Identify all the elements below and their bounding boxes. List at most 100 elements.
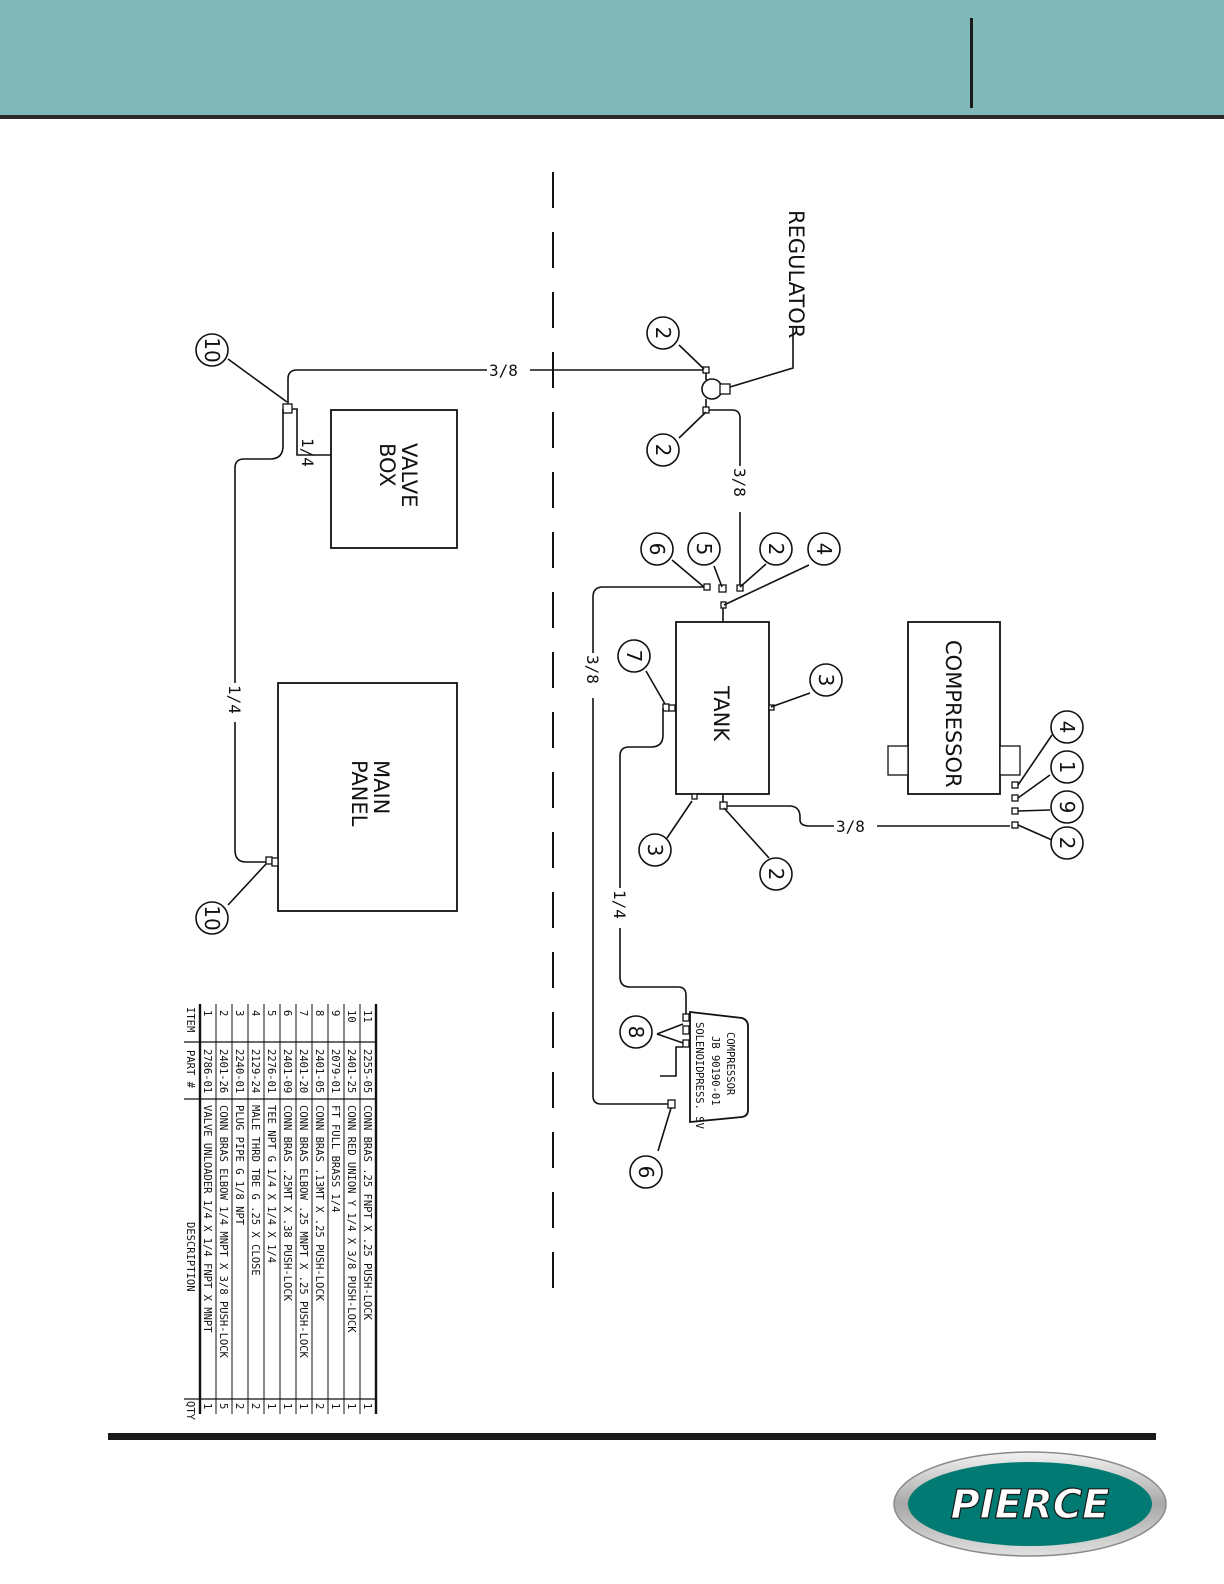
svg-text:7: 7	[622, 650, 646, 663]
compressor-fitting-2	[1011, 794, 1019, 802]
parts-cell-desc: CONN BRAS .13MT X .25 PUSH-LOCK	[313, 1105, 325, 1302]
line-reg-to-union	[287, 369, 703, 404]
tank-fitting-side-left-2	[668, 704, 676, 712]
parts-cell-desc: FT FULL BRASS 1/4	[329, 1105, 341, 1212]
compressor-foot-left	[887, 745, 909, 776]
tank-label: TANK	[709, 685, 733, 742]
parts-cell-qty: 1	[265, 1403, 277, 1409]
panel-fitting-2	[271, 857, 279, 867]
callout-2-tank-bottom: 2	[759, 857, 793, 891]
parts-cell-desc: CONN BRAS .25 FNPT X .25 PUSH-LOCK	[361, 1105, 373, 1321]
callout-4-tank: 4	[807, 532, 841, 566]
svg-text:1: 1	[1055, 761, 1079, 774]
svg-text:2: 2	[764, 868, 788, 881]
valve-box-label-1: VALVE	[397, 443, 421, 507]
line-size-reg-tank: 3/8	[730, 468, 749, 497]
callout-3-tank-right: 3	[809, 663, 843, 697]
svg-text:2: 2	[764, 543, 788, 556]
main-panel	[277, 682, 458, 912]
jb-fitting-1	[682, 1013, 690, 1022]
callout-2-compressor: 2	[1050, 826, 1084, 860]
callout-3-tank-bottom: 3	[638, 833, 672, 867]
compressor-fitting-1	[1011, 781, 1019, 789]
line-size-union-panel: 1/4	[225, 685, 244, 714]
regulator-leader	[729, 328, 794, 388]
svg-text:2: 2	[651, 327, 675, 340]
compressor-fitting-3	[1011, 807, 1019, 815]
svg-text:10: 10	[200, 337, 224, 362]
parts-cell-item: 7	[297, 1010, 309, 1016]
compressor	[907, 621, 1001, 795]
tank-fitting-top-left	[703, 583, 711, 591]
line-size-tank-solenoid: 1/4	[610, 890, 629, 919]
jb-fitting-press	[667, 1099, 676, 1109]
header-part: PART #	[184, 1050, 196, 1089]
valve-box	[330, 409, 458, 549]
parts-cell-desc: CONN BRAS ELBOW .25 MNPT X .25 PUSH-LOCK	[297, 1105, 309, 1359]
callout-10-panel: 10	[195, 901, 229, 935]
jb-port-press-sv: PRESS. SV	[693, 1072, 705, 1130]
regulator-body	[701, 378, 723, 400]
parts-cell-desc: TEE NPT G 1/4 X 1/4 X 1/4	[265, 1105, 277, 1263]
parts-cell-desc: PLUG PIPE G 1/8 NPT	[233, 1105, 245, 1226]
header-qty: QTY	[184, 1401, 196, 1421]
line-size-reg-union: 3/8	[489, 361, 518, 380]
callout-10-union: 10	[195, 333, 229, 367]
parts-cell-item: 11	[361, 1010, 373, 1023]
parts-cell-qty: 1	[361, 1403, 373, 1409]
parts-cell-part: 2401-26	[217, 1049, 229, 1093]
panel-fitting	[265, 856, 273, 865]
svg-text:9: 9	[1055, 801, 1079, 814]
tank-fitting-bottom	[719, 801, 728, 810]
svg-text:6: 6	[645, 543, 669, 556]
parts-cell-part: 2255-05	[361, 1049, 373, 1093]
header-description: DESCRIPTION	[184, 1222, 196, 1292]
pierce-logo: PIERCE	[893, 1451, 1167, 1557]
jb-label-1: COMPRESSOR	[724, 1032, 736, 1096]
svg-text:5: 5	[692, 543, 716, 556]
line-tank-to-jb-solenoid	[619, 708, 687, 1014]
parts-cell-part: 2401-20	[297, 1049, 309, 1093]
svg-text:8: 8	[624, 1026, 648, 1039]
parts-cell-qty: 2	[233, 1403, 245, 1409]
callout-6-jb: 6	[629, 1155, 663, 1189]
jb-fitting-3	[682, 1039, 690, 1048]
svg-text:3: 3	[814, 674, 838, 687]
line-reg-to-tank	[709, 409, 741, 585]
parts-cell-part: 2240-01	[233, 1049, 245, 1093]
svg-text:10: 10	[200, 905, 224, 930]
parts-cell-desc: VALVE UNLOADER 1/4 X 1/4 FNPT X MNPT	[201, 1105, 213, 1333]
line-size-tank-compressor: 3/8	[836, 817, 865, 836]
parts-cell-qty: 5	[217, 1403, 229, 1409]
parts-cell-part: 2129-24	[249, 1049, 261, 1093]
compressor-jb	[689, 1010, 749, 1123]
jb-label-2: JB 90190-01	[709, 1036, 721, 1106]
header-item: ITEM	[184, 1007, 196, 1032]
svg-text:3: 3	[643, 844, 667, 857]
compressor-foot-right	[999, 745, 1021, 776]
callout-8-jb: 8	[619, 1015, 653, 1049]
callout-1-compressor: 1	[1050, 750, 1084, 784]
tank-fitting-top-right	[736, 584, 744, 592]
parts-cell-part: 2079-01	[329, 1049, 341, 1093]
parts-cell-item: 10	[345, 1010, 357, 1023]
valve-box-label-2: BOX	[375, 443, 399, 487]
y-union-fitting	[282, 403, 293, 414]
parts-table-grid	[184, 1004, 378, 1414]
svg-text:6: 6	[634, 1166, 658, 1179]
parts-cell-item: 3	[233, 1010, 245, 1016]
parts-cell-qty: 1	[345, 1403, 357, 1409]
header-rule	[0, 115, 1224, 119]
header-band	[0, 0, 1224, 115]
line-tank-to-jb-press	[592, 586, 704, 1105]
main-panel-label-1: MAIN	[369, 760, 393, 814]
footer-rule	[108, 1433, 1156, 1440]
parts-cell-part: 2401-25	[345, 1049, 357, 1093]
jb-fitting-2	[682, 1025, 690, 1035]
callout-7-tank: 7	[617, 639, 651, 673]
parts-cell-desc: CONN BRAS ELBOW 1/4 MNPT X 3/8 PUSH-LOCK	[217, 1105, 229, 1359]
parts-cell-qty: 1	[329, 1403, 341, 1409]
parts-cell-item: 6	[281, 1010, 293, 1016]
